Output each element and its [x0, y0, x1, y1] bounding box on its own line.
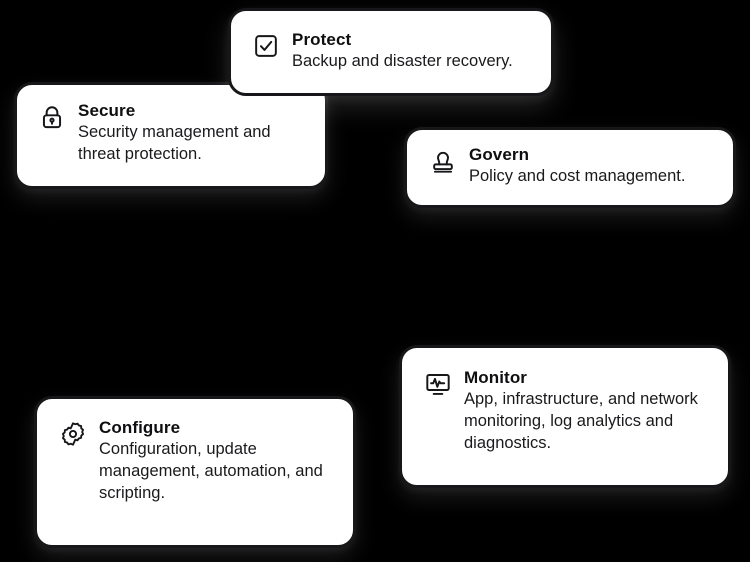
- card-secure[interactable]: Secure Security management and threat pr…: [14, 82, 328, 189]
- card-text: Govern Policy and cost management.: [469, 145, 717, 188]
- card-govern[interactable]: Govern Policy and cost management.: [404, 127, 736, 208]
- card-description: Policy and cost management.: [469, 167, 686, 186]
- checkbox-check-icon: [251, 31, 281, 61]
- card-configure[interactable]: Configure Configuration, update manageme…: [34, 396, 356, 548]
- card-text: Protect Backup and disaster recovery.: [292, 30, 533, 73]
- card-title: Secure: [78, 101, 136, 120]
- card-text: Monitor App, infrastructure, and network…: [464, 368, 712, 455]
- lock-icon: [37, 102, 67, 132]
- card-content: Configure Configuration, update manageme…: [58, 418, 337, 505]
- card-description: Configuration, update management, automa…: [99, 440, 323, 502]
- gear-icon: [58, 419, 88, 449]
- card-title: Protect: [292, 30, 352, 49]
- card-protect[interactable]: Protect Backup and disaster recovery.: [228, 8, 554, 96]
- card-content: Govern Policy and cost management.: [428, 145, 717, 188]
- card-text: Configure Configuration, update manageme…: [99, 418, 337, 505]
- card-title: Monitor: [464, 368, 528, 387]
- card-content: Monitor App, infrastructure, and network…: [423, 368, 712, 455]
- card-description: App, infrastructure, and network monitor…: [464, 390, 698, 452]
- card-description: Security management and threat protectio…: [78, 123, 271, 163]
- card-title: Govern: [469, 145, 530, 164]
- card-text: Secure Security management and threat pr…: [78, 101, 309, 166]
- card-content: Protect Backup and disaster recovery.: [251, 30, 533, 73]
- card-content: Secure Security management and threat pr…: [37, 101, 309, 166]
- card-monitor[interactable]: Monitor App, infrastructure, and network…: [399, 345, 731, 488]
- monitor-pulse-icon: [423, 369, 453, 399]
- card-title: Configure: [99, 418, 181, 437]
- card-description: Backup and disaster recovery.: [292, 52, 513, 71]
- stamp-icon: [428, 146, 458, 176]
